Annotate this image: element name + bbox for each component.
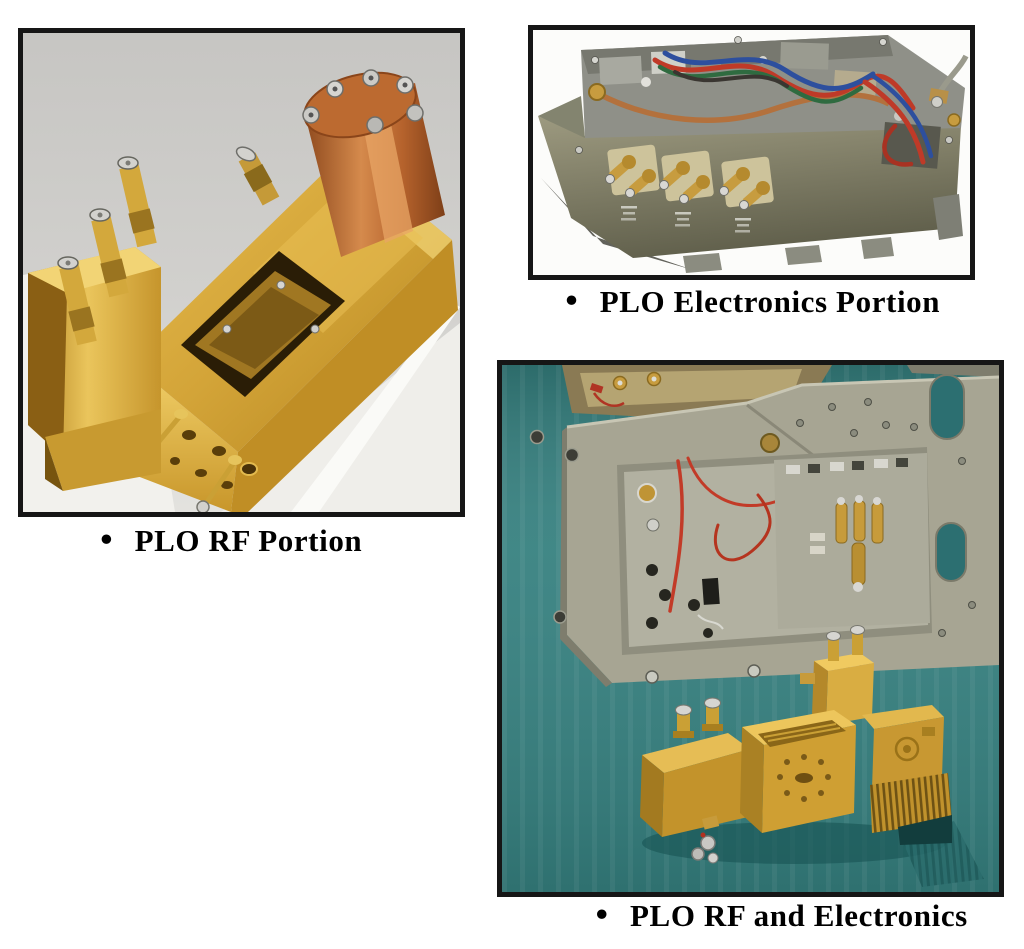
copper-coax (597, 91, 891, 123)
coax-sma-connector (588, 83, 606, 101)
plo-rf-photo-image (23, 33, 460, 512)
caption-plo-rf-and-electronics: • PLO RF and Electronics (527, 898, 1024, 934)
rear-tower-block (800, 625, 874, 725)
caption-text: PLO Electronics Portion (599, 284, 941, 319)
assembly-shadow (642, 822, 946, 864)
left-sma-tower (28, 156, 161, 491)
mid-sma-connector (235, 146, 280, 206)
photo-plo-rf-and-electronics (497, 360, 1004, 897)
wire-harness (652, 50, 934, 167)
right-brass-block (862, 705, 944, 789)
brass-rf-assembly (640, 625, 984, 887)
plate-cutout (935, 522, 967, 582)
front-hole-circle (777, 754, 831, 802)
caption-plo-electronics: • PLO Electronics Portion (528, 284, 975, 320)
photo-plo-rf (18, 28, 465, 517)
cavity (181, 251, 345, 397)
center-brass-block (740, 710, 856, 833)
plo-electronics-photo-image (533, 30, 970, 275)
gold-screw (760, 433, 780, 453)
caption-bullet: • (593, 900, 611, 931)
black-components (646, 564, 720, 638)
plo-rf-and-electronics-photo-image (502, 365, 999, 892)
module-bay (617, 447, 932, 655)
tower-sma-connectors (57, 156, 157, 346)
coax-elbow (928, 54, 969, 127)
caption-bullet: • (562, 286, 581, 317)
plate-screw-holes (529, 398, 976, 684)
left-brass-block (640, 697, 750, 837)
caption-bullet: • (97, 525, 116, 556)
mounting-plate (529, 374, 999, 687)
chassis-feet (683, 194, 963, 273)
caption-plo-rf: • PLO RF Portion (0, 523, 460, 559)
photo-plo-electronics (528, 25, 975, 280)
electronics-chassis (538, 35, 969, 273)
caption-text: PLO RF Portion (134, 523, 363, 558)
waveguide-fins (870, 773, 952, 845)
caption-text: PLO RF and Electronics (630, 898, 968, 933)
front-silver-connector (691, 815, 720, 864)
rf-module (774, 453, 930, 629)
chassis-screws (575, 36, 953, 154)
copper-resonator (302, 69, 445, 257)
front-face-ports (170, 430, 258, 489)
plate-cutout (929, 374, 965, 440)
